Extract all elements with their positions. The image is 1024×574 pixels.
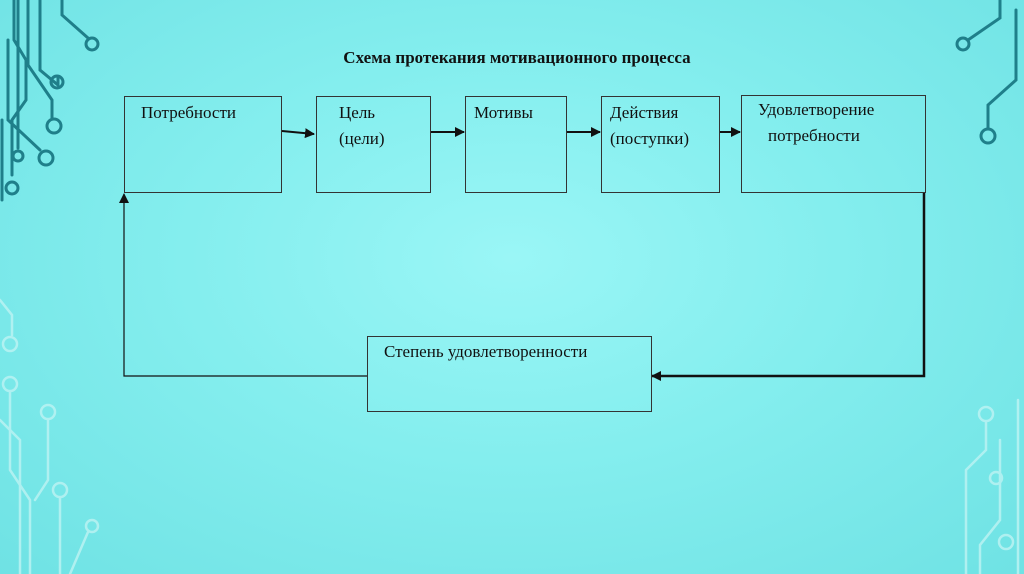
arrow-satisfaction-to-degree bbox=[651, 193, 926, 381]
node-needs-label: Потребности bbox=[141, 103, 236, 122]
node-degree: Степень удовлетворенности bbox=[367, 336, 652, 412]
arrow-degree-to-needs bbox=[119, 193, 367, 377]
node-actions-label-1: Действия bbox=[610, 103, 679, 122]
diagram-title: Схема протекания мотивационного процесса bbox=[343, 48, 691, 67]
node-satisfaction-label-2: потребности bbox=[768, 126, 860, 145]
node-degree-label: Степень удовлетворенности bbox=[384, 342, 588, 361]
node-goal-label-1: Цель bbox=[339, 103, 376, 122]
node-needs: Потребности bbox=[124, 96, 282, 193]
node-actions: Действия (поступки) bbox=[601, 96, 720, 193]
node-satisfaction: Удовлетворение потребности bbox=[741, 95, 926, 193]
node-actions-label-2: (поступки) bbox=[610, 129, 690, 148]
node-satisfaction-label-1: Удовлетворение bbox=[758, 100, 875, 119]
node-goal-label-2: (цели) bbox=[339, 129, 385, 148]
node-goal: Цель (цели) bbox=[316, 96, 431, 193]
arrow-needs-to-goal bbox=[281, 128, 315, 139]
node-motives-label: Мотивы bbox=[474, 103, 533, 122]
node-motives: Мотивы bbox=[465, 96, 567, 193]
